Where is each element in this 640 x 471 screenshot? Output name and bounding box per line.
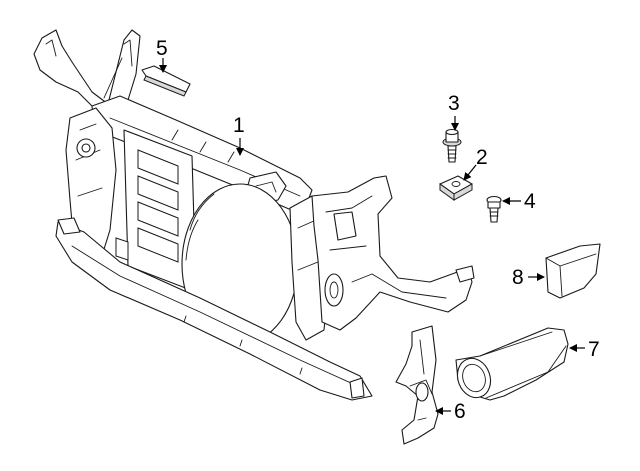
- air-duct: [455, 327, 569, 401]
- callout-7-label: 7: [588, 338, 600, 361]
- callout-3-label: 3: [448, 92, 460, 115]
- callout-5: 5: [156, 37, 168, 73]
- callout-8-label: 8: [512, 266, 524, 289]
- flange-bolt: [442, 128, 462, 163]
- callout-2: 2: [463, 146, 488, 181]
- callout-3: 3: [448, 92, 460, 131]
- callout-4: 4: [502, 190, 536, 213]
- callout-6-label: 6: [454, 400, 466, 423]
- callout-1: 1: [233, 114, 245, 156]
- screw: [486, 195, 502, 223]
- callout-2-leader: [463, 164, 477, 181]
- seal-strip: [141, 65, 191, 97]
- air-guide: [545, 243, 601, 299]
- callout-5-label: 5: [156, 37, 168, 60]
- callout-1-label: 1: [233, 114, 245, 137]
- deflector-bracket: [395, 325, 439, 445]
- callout-4-label: 4: [524, 190, 536, 213]
- clip-nut: [439, 175, 473, 201]
- callout-8: 8: [512, 266, 545, 289]
- radiator-support: [33, 29, 475, 401]
- callout-2-label: 2: [476, 146, 488, 169]
- callout-6: 6: [435, 400, 466, 423]
- callout-7: 7: [569, 338, 600, 361]
